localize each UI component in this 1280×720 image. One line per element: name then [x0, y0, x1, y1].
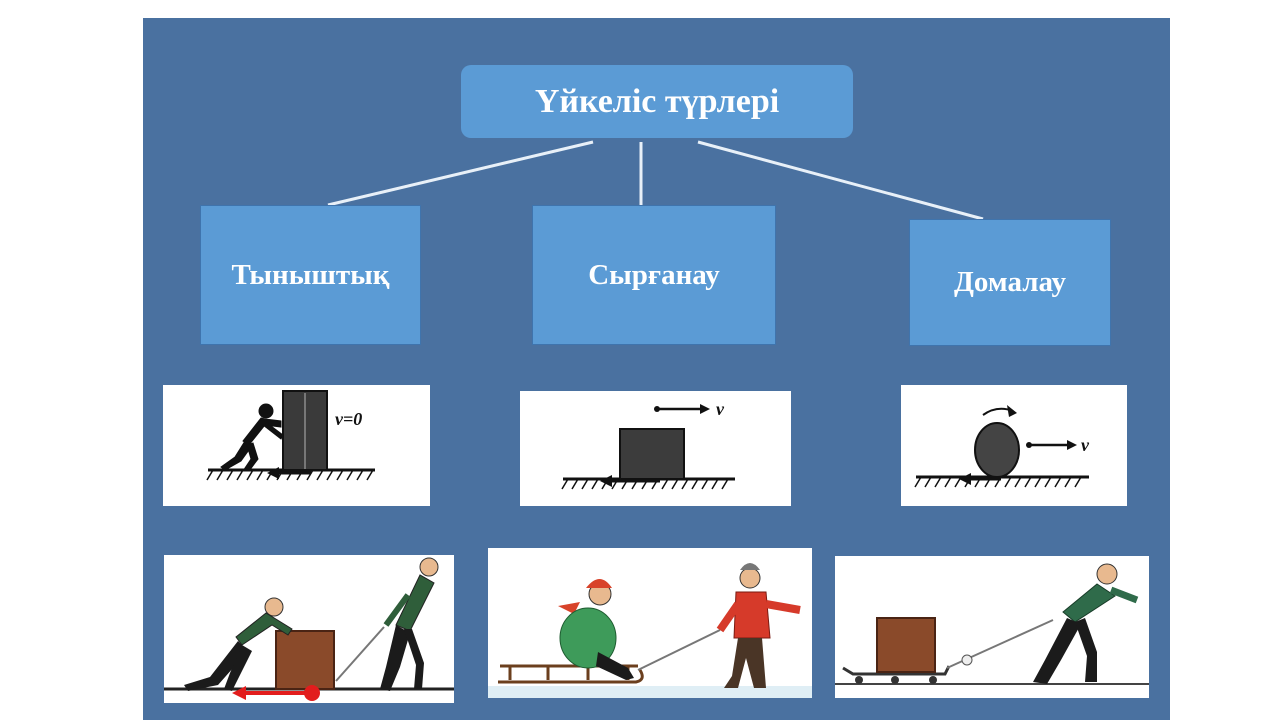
- static-friction-schematic: v=0: [163, 385, 430, 506]
- brown-box: [275, 630, 335, 690]
- brown-box: [876, 617, 936, 673]
- node-rolling-friction: Домалау: [909, 219, 1111, 346]
- root-node: Үйкеліс түрлері: [461, 65, 853, 138]
- cart-icon: [842, 665, 951, 684]
- node-static-friction: Тыныштық: [200, 205, 421, 345]
- rolling-friction-schematic: v: [901, 385, 1127, 506]
- sled-rope: [637, 629, 721, 671]
- velocity-arrow-right: [654, 404, 710, 414]
- velocity-label-rolling: v: [1081, 435, 1090, 455]
- illustration-sled-pulling: [488, 548, 812, 698]
- person-pushing-icon: [220, 403, 284, 472]
- connector-right: [697, 140, 984, 221]
- friction-arrow-left: [600, 475, 660, 487]
- pull-rope: [335, 626, 385, 682]
- illustration-box-pushing: [164, 555, 454, 703]
- slide-background: Үйкеліс түрлері Тыныштық Сырғанау Домала…: [143, 18, 1170, 720]
- sliding-box: [619, 428, 685, 480]
- node-rolling-friction-label: Домалау: [953, 266, 1066, 298]
- friction-arrow-red: [232, 685, 320, 701]
- friction-arrow-left: [959, 473, 1001, 485]
- boy-pulling-icon: [1033, 563, 1139, 684]
- boy-pushing-icon: [184, 597, 293, 691]
- rolling-ball: [974, 422, 1020, 478]
- velocity-label-sliding: v: [716, 399, 725, 419]
- child-pulling-icon: [716, 563, 801, 688]
- child-on-sled-icon: [558, 579, 634, 680]
- sliding-friction-schematic: v: [520, 391, 791, 506]
- connector-lines: [327, 140, 984, 221]
- velocity-arrow-right: [1026, 440, 1077, 450]
- node-static-friction-label: Тыныштық: [231, 258, 390, 291]
- friction-arrow-left: [267, 467, 311, 479]
- root-node-label: Үйкеліс түрлері: [534, 82, 780, 120]
- velocity-label-static: v=0: [335, 409, 362, 429]
- illustration-cart-pulling: [835, 556, 1149, 698]
- node-sliding-friction-label: Сырғанау: [588, 258, 720, 291]
- connector-left: [327, 140, 594, 207]
- boy-pulling-icon: [380, 557, 439, 691]
- node-sliding-friction: Сырғанау: [532, 205, 776, 345]
